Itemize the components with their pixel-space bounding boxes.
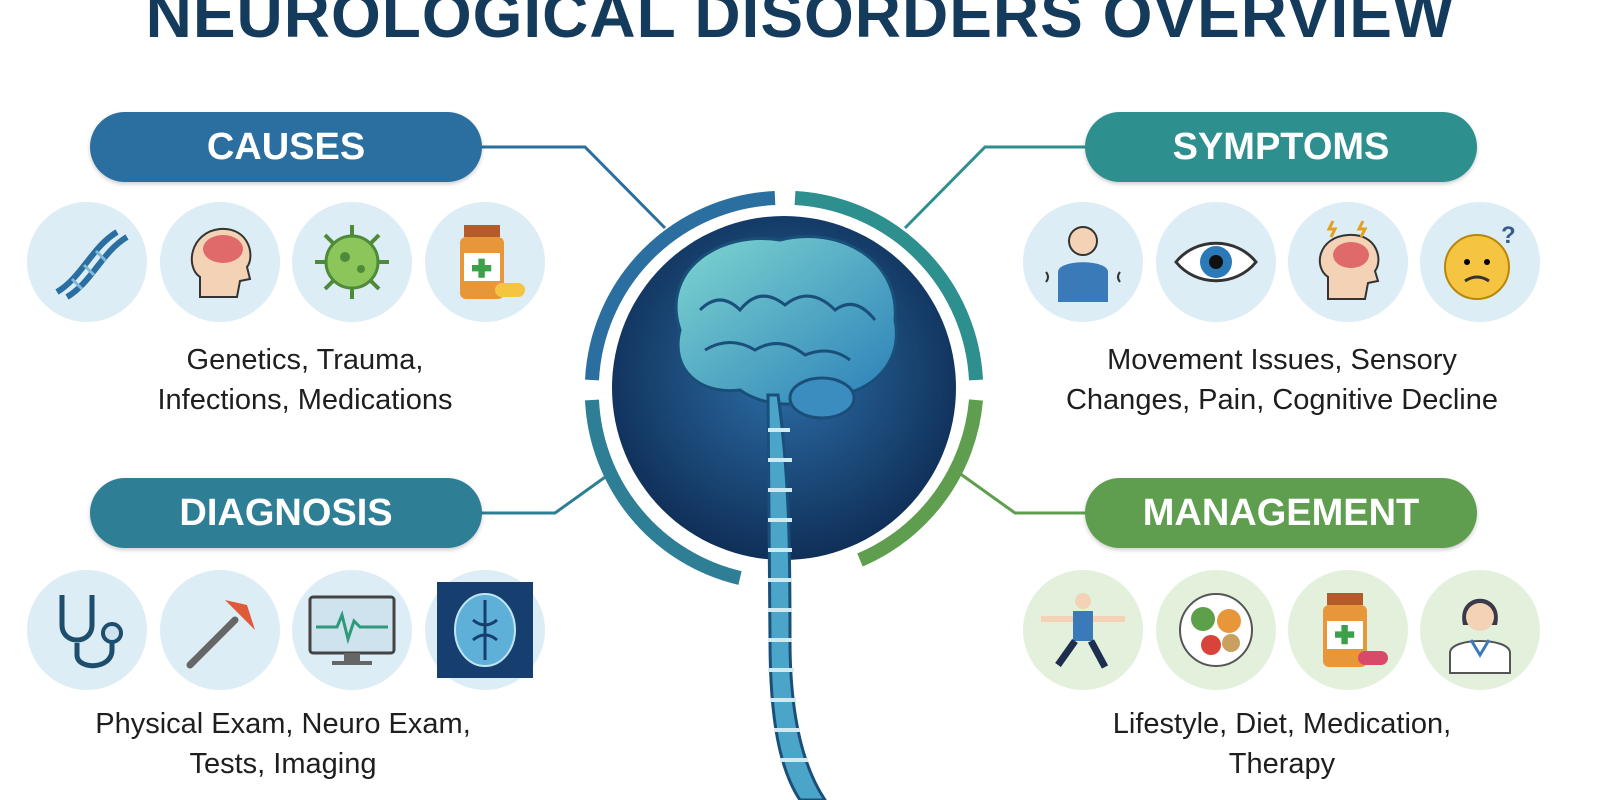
exercise-icon bbox=[1023, 570, 1143, 690]
causes-heading: CAUSES bbox=[90, 112, 482, 182]
connector-causes bbox=[482, 145, 667, 230]
causes-description: Genetics, Trauma, Infections, Medications bbox=[25, 340, 585, 420]
connector-management bbox=[954, 468, 1085, 515]
eye-icon bbox=[1156, 202, 1276, 322]
healthy-diet-icon bbox=[1156, 570, 1276, 690]
management-line-1: Lifestyle, Diet, Medication, bbox=[1112, 708, 1452, 740]
ring-arc-management bbox=[857, 399, 983, 567]
confused-face-icon: ? bbox=[1420, 202, 1540, 322]
diagnosis-line-1: Physical Exam, Neuro Exam, bbox=[95, 708, 471, 740]
page-title: NEUROLOGICAL DISORDERS OVERVIEW bbox=[145, 0, 1455, 51]
dna-icon bbox=[27, 202, 147, 322]
symptoms-heading: SYMPTOMS bbox=[1085, 112, 1477, 182]
diagnosis-line-2: Tests, Imaging bbox=[189, 748, 377, 780]
connector-diagnosis bbox=[482, 468, 616, 515]
svg-text:?: ? bbox=[1501, 222, 1516, 249]
connector-symptoms bbox=[903, 145, 1085, 230]
management-line-2: Therapy bbox=[1228, 748, 1336, 780]
symptoms-line-1: Movement Issues, Sensory bbox=[1107, 344, 1457, 376]
virus-icon bbox=[292, 202, 412, 322]
brain-spine-icon bbox=[674, 235, 898, 800]
doctor-icon bbox=[1420, 570, 1540, 690]
stethoscope-icon bbox=[27, 570, 147, 690]
monitor-ecg-icon bbox=[292, 570, 412, 690]
medication-icon bbox=[1288, 570, 1408, 690]
causes-line-1: Genetics, Trauma, bbox=[186, 344, 424, 376]
ring-arc-causes bbox=[585, 191, 776, 381]
medication-bottle-icon bbox=[425, 202, 545, 322]
brain-scan-icon bbox=[425, 570, 545, 690]
reflex-hammer-icon bbox=[160, 570, 280, 690]
head-pain-icon bbox=[1288, 202, 1408, 322]
ring-arc-symptoms bbox=[794, 191, 983, 381]
diagnosis-heading: DIAGNOSIS bbox=[90, 478, 482, 548]
tremor-person-icon bbox=[1023, 202, 1143, 322]
head-injury-icon bbox=[160, 202, 280, 322]
causes-line-2: Infections, Medications bbox=[157, 384, 453, 416]
ring-arc-diagnosis bbox=[585, 399, 742, 585]
diagnosis-description: Physical Exam, Neuro Exam, Tests, Imaging bbox=[3, 704, 563, 784]
management-heading: MANAGEMENT bbox=[1085, 478, 1477, 548]
management-description: Lifestyle, Diet, Medication, Therapy bbox=[1002, 704, 1562, 784]
symptoms-line-2: Changes, Pain, Cognitive Decline bbox=[1065, 384, 1499, 416]
